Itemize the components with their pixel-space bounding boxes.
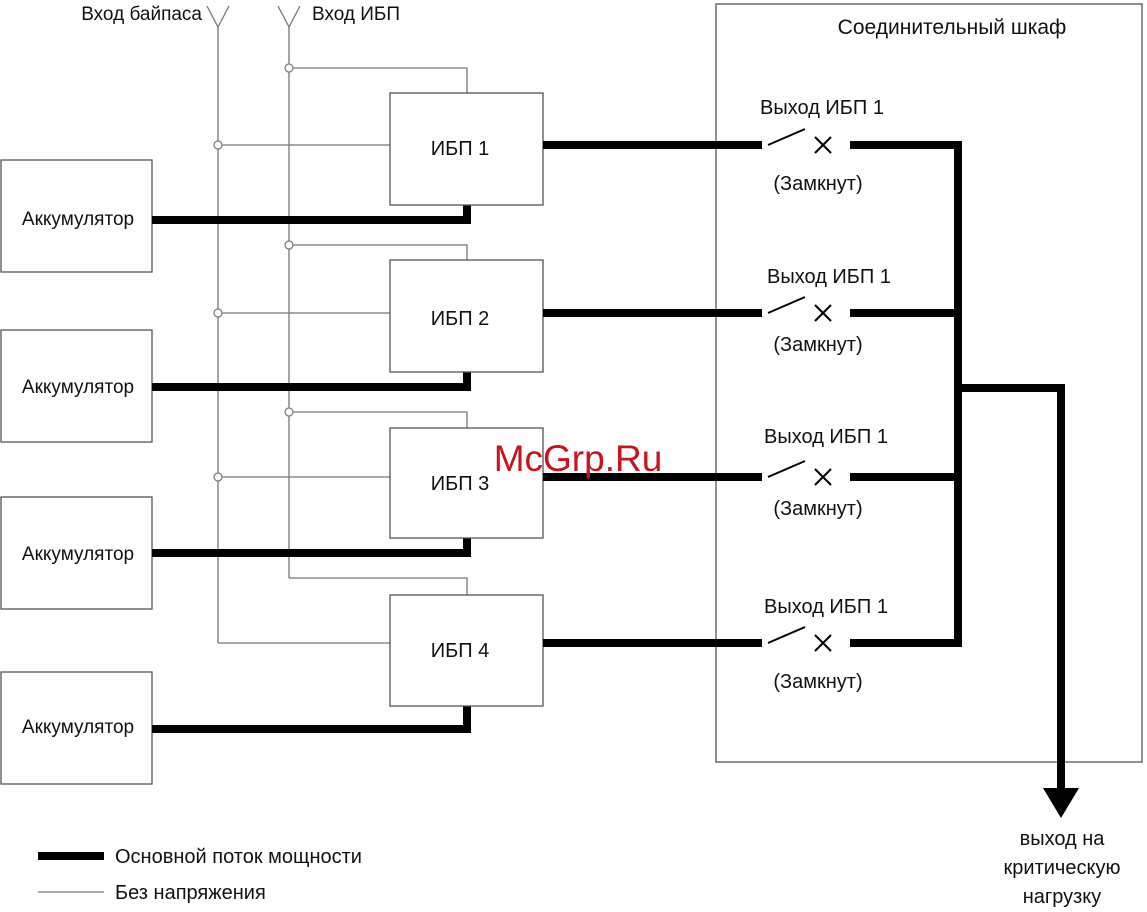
battery-4-feed	[152, 706, 467, 729]
ups2-input-node	[285, 241, 293, 249]
ups3-input-branch	[289, 412, 467, 428]
ups-2-switch-state: (Замкнут)	[773, 334, 862, 356]
ups1-input-branch	[289, 68, 467, 93]
ups3-input-node	[285, 408, 293, 416]
output-arrow-icon	[1043, 788, 1079, 818]
battery-1-feed	[152, 205, 467, 220]
battery-2-label: Аккумулятор	[22, 377, 134, 398]
output-label-line3: нагрузку	[1023, 886, 1102, 908]
ups4-input-branch	[289, 578, 467, 595]
ups-2-output-label: Выход ИБП 1	[767, 266, 891, 288]
ups-4-output-label: Выход ИБП 1	[764, 596, 888, 618]
ups1-bypass-node	[214, 141, 222, 149]
ups-input-icon	[278, 6, 300, 27]
output-label-line1: выход на	[1020, 828, 1106, 850]
ups-4-label: ИБП 4	[431, 640, 490, 662]
battery-1-label: Аккумулятор	[22, 209, 134, 230]
cabinet-title: Соединительный шкаф	[838, 16, 1067, 39]
ups3-bypass-node	[214, 473, 222, 481]
output-label-line2: критическую	[1004, 857, 1121, 879]
battery-3-label: Аккумулятор	[22, 544, 134, 565]
ups-1-switch-state: (Замкнут)	[773, 173, 862, 195]
bypass-input-label: Вход байпаса	[81, 4, 202, 25]
ups-4-switch-state: (Замкнут)	[773, 671, 862, 693]
ups-1-output-label: Выход ИБП 1	[760, 97, 884, 119]
ups-input-label: Вход ИБП	[312, 4, 400, 25]
battery-4-label: Аккумулятор	[22, 717, 134, 738]
bypass-input-icon	[207, 6, 229, 27]
battery-3-feed	[152, 538, 467, 553]
ups-3-output-label: Выход ИБП 1	[764, 426, 888, 448]
battery-2-feed	[152, 372, 467, 387]
watermark: McGrp.Ru	[494, 438, 663, 479]
legend-main-flow-label: Основной поток мощности	[115, 846, 362, 868]
ups-1-label: ИБП 1	[431, 138, 490, 160]
legend-no-voltage-label: Без напряжения	[115, 882, 266, 904]
ups-3-label: ИБП 3	[431, 473, 490, 495]
ups1-input-node	[285, 64, 293, 72]
ups-3-switch-state: (Замкнут)	[773, 498, 862, 520]
ups-2-label: ИБП 2	[431, 308, 490, 330]
ups2-input-branch	[289, 245, 467, 260]
ups2-bypass-node	[214, 309, 222, 317]
